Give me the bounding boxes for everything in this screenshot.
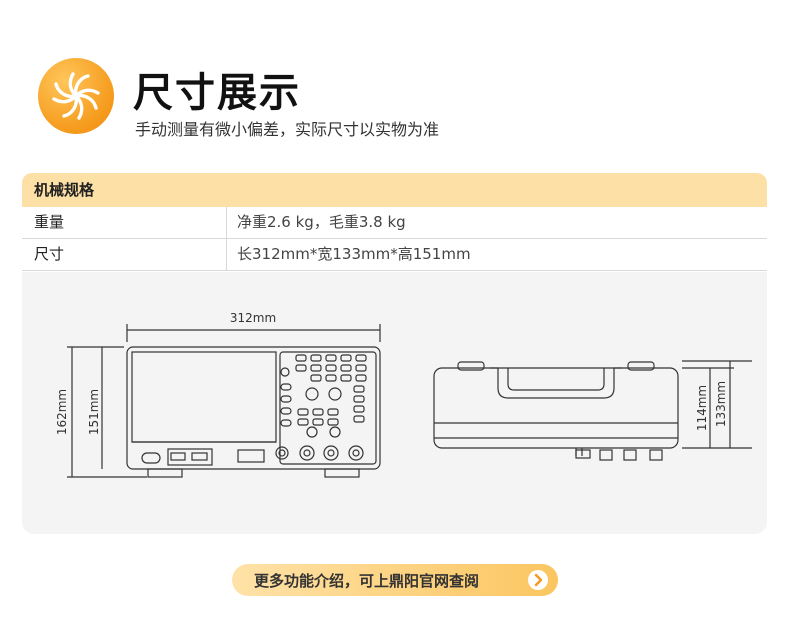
front-body-height-label: 151mm [87, 389, 101, 435]
spec-value: 净重2.6 kg，毛重3.8 kg [237, 213, 406, 231]
table-row: 尺寸 长312mm*宽133mm*高151mm [22, 239, 767, 271]
page-title: 尺寸展示 [133, 70, 301, 116]
spec-key: 尺寸 [22, 239, 227, 270]
chevron-right-icon [528, 570, 548, 590]
spec-value: 长312mm*宽133mm*高151mm [237, 245, 471, 263]
more-info-label: 更多功能介绍，可上鼎阳官网查阅 [254, 571, 480, 590]
table-row: 重量 净重2.6 kg，毛重3.8 kg [22, 207, 767, 239]
spec-table-header: 机械规格 [22, 173, 767, 207]
page-header: 尺寸展示 手动测量有微小偏差，实际尺寸以实物为准 [38, 58, 758, 139]
side-total-height-label: 133mm [714, 381, 728, 427]
side-body-height-label: 114mm [695, 385, 709, 431]
front-width-label: 312mm [230, 311, 276, 325]
more-info-button[interactable]: 更多功能介绍，可上鼎阳官网查阅 [232, 564, 558, 596]
side-view-drawing [433, 360, 752, 461]
spec-key: 重量 [22, 207, 227, 238]
page-subtitle: 手动测量有微小偏差，实际尺寸以实物为准 [135, 120, 440, 139]
front-view-drawing [67, 324, 381, 478]
dimension-diagram: 312mm 162mm 151mm 114mm 133mm [22, 272, 767, 534]
front-total-height-label: 162mm [55, 389, 69, 435]
swirl-fan-icon [38, 58, 114, 134]
spec-table: 机械规格 重量 净重2.6 kg，毛重3.8 kg 尺寸 长312mm*宽133… [22, 173, 767, 271]
